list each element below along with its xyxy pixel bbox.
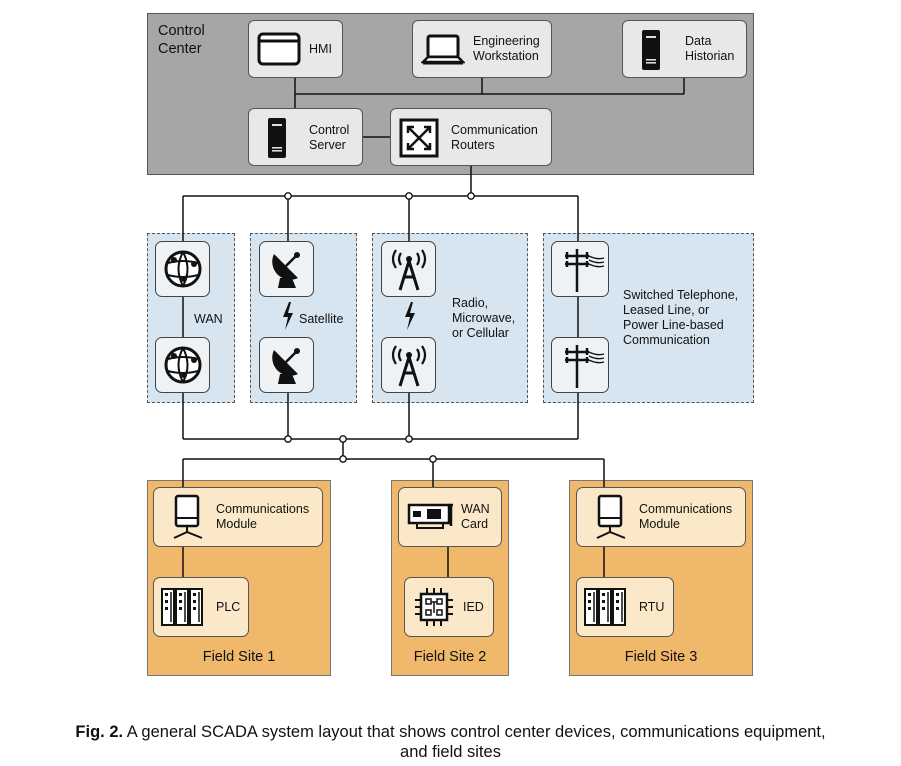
satellite-endpoint-top[interactable]	[259, 241, 314, 297]
power-line-icon	[557, 246, 605, 294]
plc-rack-icon	[160, 586, 206, 628]
wan-endpoint-bottom[interactable]	[155, 337, 210, 393]
satellite-endpoint-bottom[interactable]	[259, 337, 314, 393]
radio-label: Radio, Microwave, or Cellular	[452, 296, 516, 340]
hmi-label: HMI	[309, 42, 332, 56]
wan-card-icon	[407, 502, 455, 534]
data-historian-label: Data Historian	[685, 34, 735, 63]
caption-label: Fig. 2.	[75, 723, 124, 741]
field-site-1-label: Field Site 1	[202, 649, 276, 665]
communication-routers[interactable]: Communication Routers	[390, 108, 552, 166]
plc-device[interactable]: PLC	[153, 577, 249, 637]
data-historian[interactable]: Data Historian	[622, 20, 747, 78]
caption-line-2: and field sites	[400, 743, 501, 761]
globe-icon	[162, 344, 204, 386]
satellite-dish-icon	[266, 344, 308, 388]
comm-module-icon	[168, 494, 214, 540]
figure-caption: Fig. 2. A general SCADA system layout th…	[0, 722, 901, 762]
laptop-icon	[421, 33, 465, 67]
communications-module-label: Communications Module	[216, 502, 310, 531]
telephone-endpoint-bottom[interactable]	[551, 337, 609, 393]
telephone-endpoint-top[interactable]	[551, 241, 609, 297]
satellite-label: Satellite	[299, 312, 344, 326]
router-icon	[399, 118, 439, 158]
engineering-workstation-label: Engineering Workstation	[473, 34, 540, 63]
caption-line-1: Fig. 2. A general SCADA system layout th…	[75, 723, 826, 741]
wan-label: WAN	[194, 312, 223, 326]
radio-endpoint-bottom[interactable]	[381, 337, 436, 393]
control-server[interactable]: Control Server	[248, 108, 363, 166]
rtu-device[interactable]: RTU	[576, 577, 674, 637]
engineering-workstation[interactable]: Engineering Workstation	[412, 20, 552, 78]
wan-card-device[interactable]: WAN Card	[398, 487, 502, 547]
control-server-label: Control Server	[309, 123, 350, 152]
communications-module-site1[interactable]: Communications Module	[153, 487, 323, 547]
radio-tower-icon	[387, 343, 431, 389]
radio-tower-icon	[387, 247, 431, 293]
ied-label: IED	[463, 600, 484, 614]
globe-icon	[162, 248, 204, 290]
control-center-label: Control Center	[158, 23, 205, 57]
chip-icon	[413, 586, 455, 628]
monitor-icon	[257, 31, 301, 67]
ied-device[interactable]: IED	[404, 577, 494, 637]
satellite-dish-icon	[266, 248, 308, 292]
power-line-icon	[557, 342, 605, 390]
field-site-2-label: Field Site 2	[413, 649, 487, 665]
wan-card-label: WAN Card	[461, 502, 490, 531]
field-site-3-label: Field Site 3	[624, 649, 698, 665]
hmi-device[interactable]: HMI	[248, 20, 343, 78]
server-icon	[267, 117, 287, 159]
communications-module-label: Communications Module	[639, 502, 733, 531]
communication-routers-label: Communication Routers	[451, 123, 538, 152]
server-icon	[641, 29, 661, 71]
plc-label: PLC	[216, 600, 241, 614]
radio-endpoint-top[interactable]	[381, 241, 436, 297]
communications-module-site3[interactable]: Communications Module	[576, 487, 746, 547]
plc-rack-icon	[583, 586, 629, 628]
lightning-icon	[404, 302, 416, 330]
comm-module-icon	[591, 494, 637, 540]
telephone-label: Switched Telephone, Leased Line, or Powe…	[623, 288, 739, 347]
wan-endpoint-top[interactable]	[155, 241, 210, 297]
rtu-label: RTU	[639, 600, 665, 614]
lightning-icon	[282, 302, 294, 330]
